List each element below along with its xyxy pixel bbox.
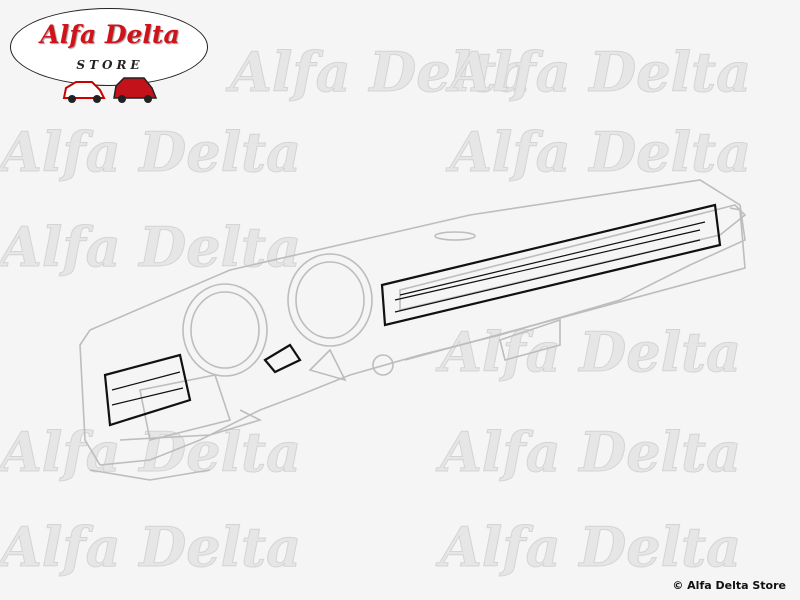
watermark-text: Alfa Delta: [0, 420, 302, 485]
watermark-text: Alfa Delta: [439, 420, 742, 485]
watermark-text: Alfa Delta: [0, 215, 302, 280]
watermark-text: Alfa Delta: [449, 40, 752, 105]
store-logo[interactable]: Alfa Delta STORE: [10, 8, 210, 103]
watermark-text: Alfa Delta: [229, 40, 532, 105]
seal-parts: [103, 203, 722, 427]
logo-oval: [10, 8, 208, 86]
dashboard-outline: [79, 179, 747, 481]
logo-subtitle: STORE: [76, 58, 144, 72]
watermark-text: Alfa Delta: [439, 515, 742, 580]
copyright-notice: © Alfa Delta Store: [672, 579, 786, 592]
watermark-text: Alfa Delta: [439, 320, 742, 385]
car-icons: [62, 77, 158, 103]
watermark-text: Alfa Delta: [449, 120, 752, 185]
logo-brand-text: Alfa Delta: [40, 20, 180, 49]
watermark-text: Alfa Delta: [0, 515, 302, 580]
watermark-text: Alfa Delta: [0, 120, 302, 185]
